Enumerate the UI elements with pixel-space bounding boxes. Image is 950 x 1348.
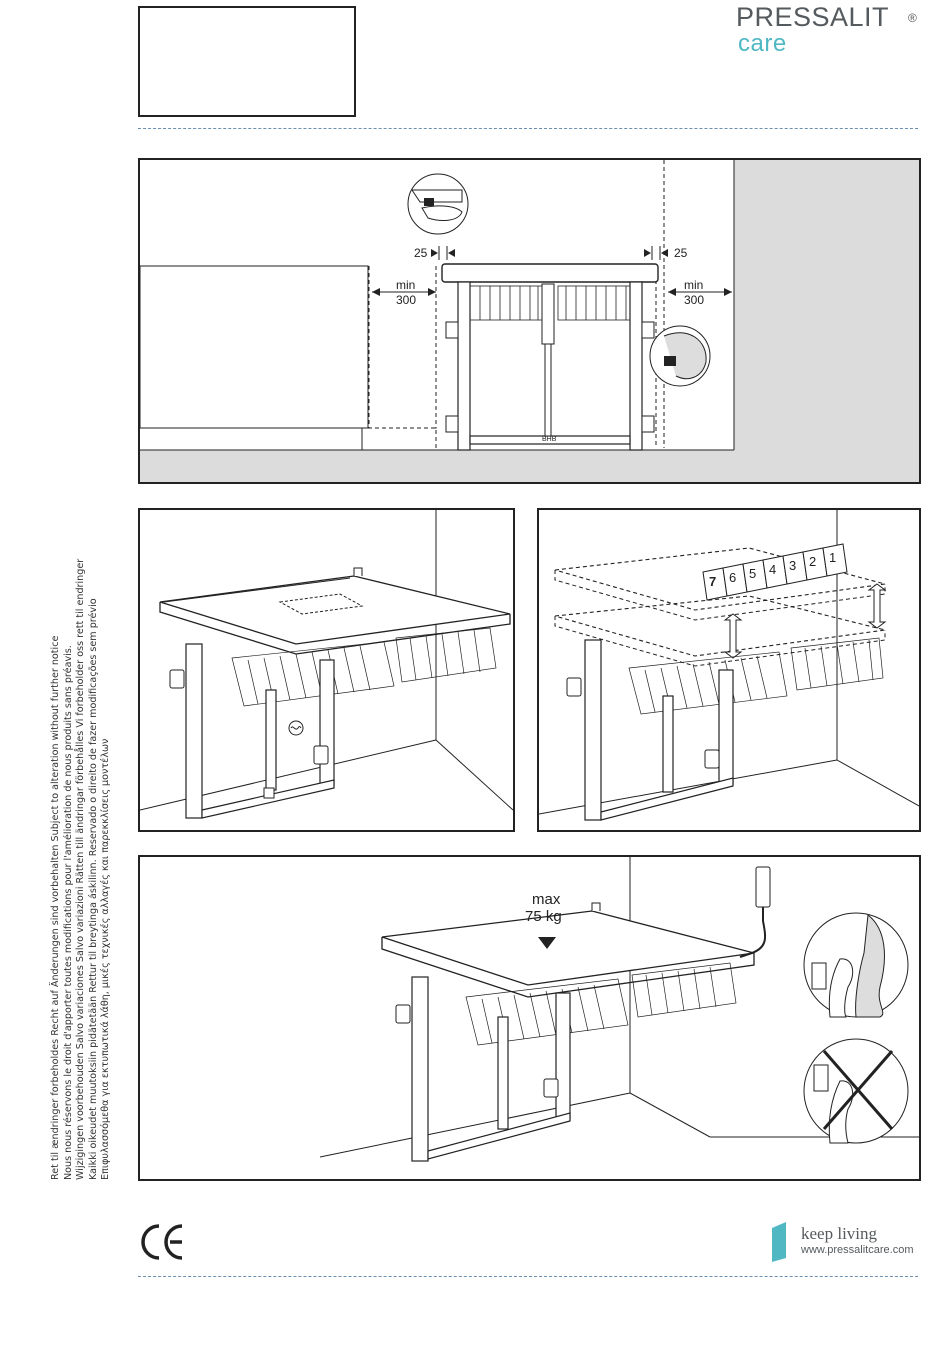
min-label-left: min [396, 278, 416, 292]
position-cards [702, 543, 848, 601]
ce-mark-icon [141, 1224, 183, 1260]
ear-detail-icon [649, 325, 711, 387]
height-positions-panel: 7 6 5 4 3 2 1 [537, 508, 921, 832]
clearance-right-value: 25 [674, 246, 688, 260]
table-perspective-drawing [140, 510, 513, 819]
crossed-operator-icon [803, 1038, 909, 1144]
tagline: keep living [801, 1224, 878, 1243]
position-6: 6 [729, 570, 737, 585]
brand-logo: PRESSALIT ® care [736, 0, 926, 60]
label-box [138, 6, 356, 117]
position-3: 3 [789, 558, 797, 573]
registered-icon: ® [908, 11, 917, 25]
max-load-panel: max 75 kg [138, 855, 921, 1181]
wave-icon [288, 720, 304, 736]
up-down-arrow-icon [723, 583, 887, 659]
max-load-drawing [319, 857, 919, 1162]
clearance-left-value: 25 [414, 246, 428, 260]
hand-detail-icon [407, 173, 469, 235]
keep-living-icon [772, 1222, 786, 1262]
keep-living-logo: keep living www.pressalitcare.com [770, 1222, 930, 1264]
position-2: 2 [809, 554, 817, 569]
top-divider [138, 128, 918, 129]
position-5: 5 [749, 566, 757, 581]
cylinder-label: ВНВ [542, 436, 557, 443]
load-arrow-icon [538, 937, 556, 949]
operator-allowed-icon [803, 912, 909, 1018]
max-load-value: 75 kg [525, 908, 562, 925]
min-value-right: 300 [684, 293, 705, 307]
max-label: max [532, 891, 561, 908]
hand-control-icon [755, 866, 771, 908]
min-label-right: min [684, 278, 704, 292]
brand-sub: care [738, 30, 787, 57]
table-perspective-panel [138, 508, 515, 832]
brand-name: PRESSALIT [736, 2, 890, 32]
website: www.pressalitcare.com [801, 1244, 914, 1256]
clearance-drawing [140, 160, 919, 482]
height-positions-drawing [539, 510, 919, 821]
position-4: 4 [769, 562, 777, 577]
position-7: 7 [709, 574, 717, 589]
min-value-left: 300 [396, 293, 417, 307]
position-1: 1 [829, 550, 837, 565]
clearance-diagram: 25 25 min 300 min 300 ВНВ [138, 158, 921, 484]
bottom-divider [138, 1276, 918, 1277]
